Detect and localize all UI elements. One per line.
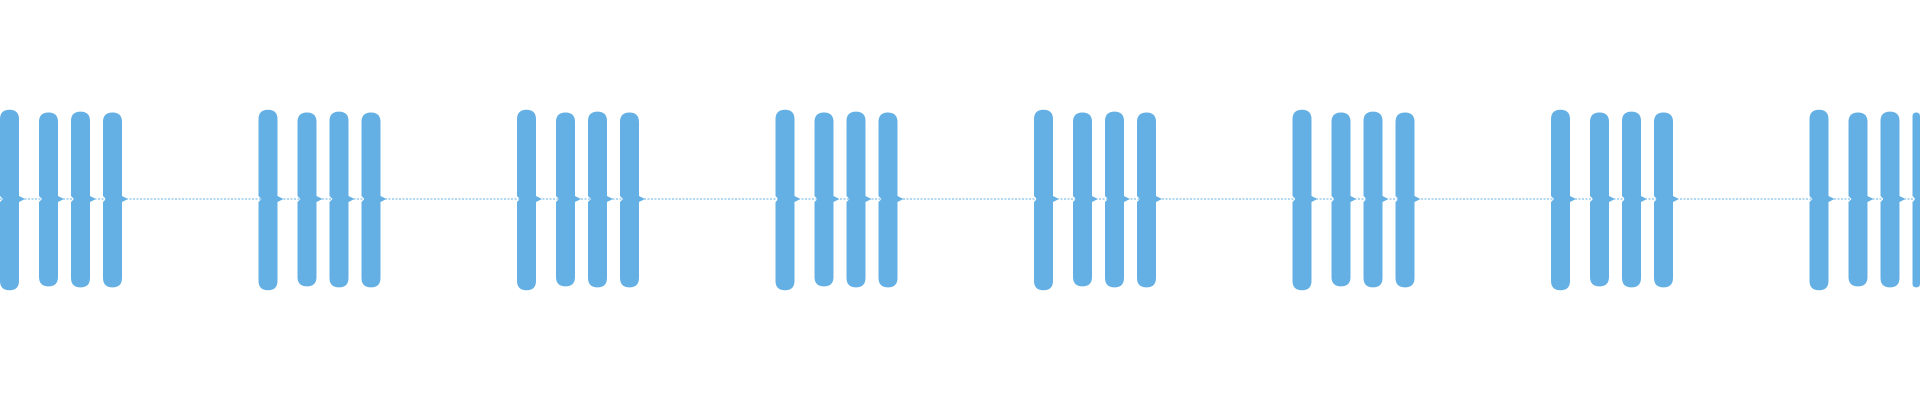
waveform-pulse (1395, 112, 1421, 288)
pulse-group (1034, 109, 1162, 291)
pulse-group (0, 109, 128, 291)
waveform-pulse (846, 111, 872, 288)
waveform-pulse (71, 111, 96, 288)
waveform-pulse (258, 109, 284, 291)
pulse-group (1809, 109, 1920, 291)
waveform-pulse (1292, 109, 1318, 291)
waveform-pulse (103, 112, 128, 288)
waveform-pulse (0, 109, 25, 291)
waveform-pulse (1363, 111, 1389, 288)
pulse-group (775, 109, 904, 291)
waveform-pulse (1622, 111, 1647, 288)
waveform-pulse (1034, 109, 1059, 291)
waveform-pulse (556, 112, 581, 287)
waveform-pulse (1912, 112, 1920, 288)
waveform-pulse (1654, 112, 1679, 288)
waveform-pulse (620, 112, 645, 288)
waveform-pulse (39, 112, 64, 287)
waveform-pulse (1331, 112, 1357, 287)
pulse-group (258, 109, 387, 291)
waveform-pulse (297, 112, 323, 287)
pulse-group (517, 109, 645, 291)
waveform-pulse (517, 109, 542, 291)
waveform-pulse (588, 111, 613, 288)
waveform-pulse (1105, 111, 1130, 288)
waveform-pulse (814, 112, 840, 287)
waveform-pulse (361, 112, 387, 288)
waveform-pulse (878, 112, 904, 288)
waveform-pulse (1551, 109, 1576, 291)
waveform-pulse (1073, 112, 1098, 287)
waveform-pulse (1848, 112, 1874, 287)
waveform-pulse (1137, 112, 1162, 288)
waveform-pulse (1880, 111, 1906, 288)
pulse-group (1292, 109, 1421, 291)
waveform-pulse (1590, 112, 1615, 287)
waveform-pulse (1809, 109, 1835, 291)
pulse-group (1551, 109, 1679, 291)
waveform-pulse (775, 109, 801, 291)
waveform-pulse (329, 111, 355, 288)
